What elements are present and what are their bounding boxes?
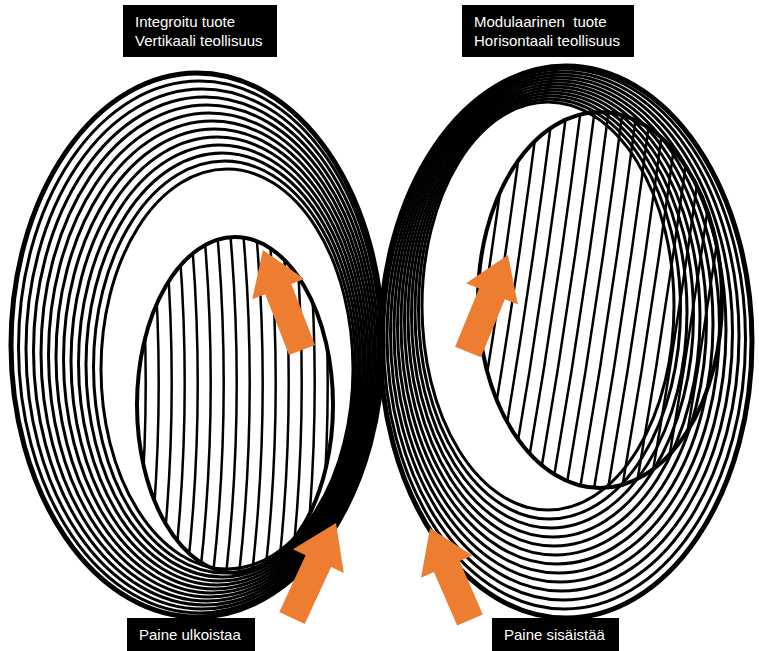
band-line: [71, 137, 363, 585]
label-text: Vertikaali teollisuus: [135, 31, 265, 50]
label-text: Horisontaali teollisuus: [474, 31, 622, 50]
hatch-line: [410, 100, 470, 500]
hatch-line: [648, 100, 708, 500]
hatch-line: [578, 100, 638, 500]
label-box: Integroitu tuoteVertikaali teollisuus: [123, 5, 277, 57]
band-line: [384, 69, 746, 609]
label-box: Paine ulkoistaa: [127, 618, 255, 651]
label-box: Paine sisäistää: [492, 618, 619, 651]
pressure-arrow: [455, 255, 518, 357]
band-line: [422, 102, 674, 510]
band-line: [398, 81, 720, 573]
hatch-line: [236, 220, 250, 600]
hatch-line: [564, 100, 624, 500]
band-line: [41, 105, 373, 601]
hatch-line: [119, 220, 133, 600]
pressure-arrow: [279, 523, 344, 624]
band-line: [86, 153, 358, 577]
pressure-arrows: [252, 250, 518, 626]
band-lines: [11, 66, 752, 618]
pressure-arrow: [421, 528, 483, 626]
hatch-line: [634, 100, 694, 500]
hatch-line: [184, 220, 198, 600]
band-line: [394, 78, 726, 582]
inner-loop: [137, 237, 333, 573]
label-text: Paine sisäistää: [504, 625, 607, 644]
hatch-line: [210, 220, 224, 600]
hatch-line: [197, 220, 211, 600]
hatch-line: [606, 100, 666, 500]
hatch-lines: [410, 100, 736, 500]
hatch-line: [592, 100, 652, 500]
label-text: Modulaarinen tuote: [474, 12, 622, 31]
label-text: Integroitu tuote: [135, 12, 265, 31]
hatch-line: [550, 100, 610, 500]
band-line: [56, 121, 368, 593]
band-line: [391, 75, 733, 591]
hatch-line: [620, 100, 680, 500]
band-line: [401, 84, 713, 564]
band-line: [387, 72, 739, 600]
band-line: [408, 90, 700, 546]
label-text: Paine ulkoistaa: [139, 625, 243, 644]
hatch-line: [223, 220, 237, 600]
hatch-line: [662, 100, 722, 500]
band-line: [405, 87, 707, 555]
band-line: [64, 129, 366, 589]
label-box: Modulaarinen tuoteHorisontaali teollisuu…: [462, 5, 634, 57]
pressure-arrow: [252, 250, 315, 355]
band-line: [415, 96, 687, 528]
band-line: [34, 97, 376, 605]
hatch-line: [522, 100, 582, 500]
hatch-line: [536, 100, 596, 500]
hatch-line: [145, 220, 159, 600]
hatch-line: [676, 100, 736, 500]
